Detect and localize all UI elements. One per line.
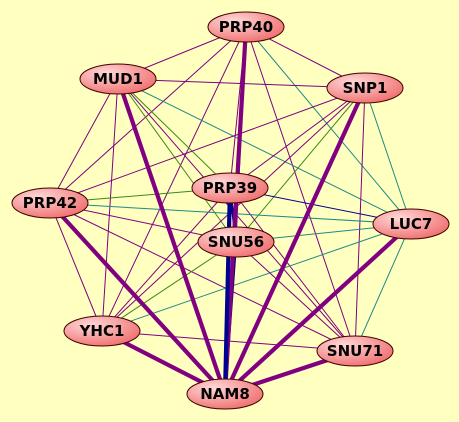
node-shape[interactable]	[191, 172, 269, 204]
edge-snu56-yhc1	[101, 241, 237, 332]
edge-mud1-prp42	[49, 78, 119, 204]
edge-prp42-nam8	[47, 200, 228, 397]
node-snu71[interactable]: SNU71	[316, 335, 394, 367]
node-shape[interactable]	[316, 335, 394, 367]
node-label: YHC1	[79, 322, 125, 340]
node-snp1[interactable]: SNP1	[326, 72, 404, 104]
node-shape[interactable]	[79, 63, 157, 95]
edge-mud1-yhc1	[101, 78, 119, 332]
edge-prp40-yhc1	[101, 26, 247, 332]
node-label: SNU56	[208, 233, 264, 251]
node-prp42[interactable]: PRP42	[11, 187, 89, 219]
edge-luc7-nam8	[222, 221, 414, 397]
edge-snp1-snu56	[235, 87, 366, 243]
node-shape[interactable]	[186, 378, 264, 410]
edge-mud1-snu56	[117, 78, 237, 243]
node-shape[interactable]	[326, 72, 404, 104]
node-mud1[interactable]: MUD1	[79, 63, 157, 95]
edge-luc7-snu71	[354, 223, 412, 352]
node-luc7[interactable]: LUC7	[372, 208, 450, 240]
node-label: SNU71	[327, 342, 383, 360]
node-snu56[interactable]: SNU56	[197, 226, 275, 258]
node-prp40[interactable]: PRP40	[207, 11, 285, 43]
node-label: PRP42	[23, 194, 77, 212]
edge-mud1-luc7	[117, 78, 412, 225]
node-shape[interactable]	[207, 11, 285, 43]
node-label: NAM8	[200, 385, 250, 403]
edge-prp39-nam8	[222, 185, 233, 397]
edge-snp1-prp42	[49, 87, 366, 204]
node-prp39[interactable]: PRP39	[191, 172, 269, 204]
node-label: SNP1	[343, 79, 388, 97]
edge-snp1-snu71	[354, 87, 366, 352]
node-label: LUC7	[390, 215, 433, 233]
edge-prp42-yhc1	[49, 202, 103, 332]
node-shape[interactable]	[11, 187, 89, 219]
node-shape[interactable]	[63, 315, 141, 347]
node-shape[interactable]	[197, 226, 275, 258]
edge-snp1-luc7	[364, 87, 412, 225]
edge-snu56-snu71	[235, 241, 356, 352]
edge-mud1-prp39	[117, 78, 231, 189]
node-nam8[interactable]: NAM8	[186, 378, 264, 410]
edge-snp1-nam8	[222, 85, 368, 397]
edge-prp40-luc7	[245, 26, 412, 225]
node-shape[interactable]	[372, 208, 450, 240]
node-label: PRP40	[219, 18, 273, 36]
edge-prp40-prp42	[49, 26, 247, 204]
edge-prp40-snu71	[245, 26, 356, 352]
edge-snp1-prp39	[229, 87, 366, 189]
node-yhc1[interactable]: YHC1	[63, 315, 141, 347]
node-label: MUD1	[93, 70, 143, 88]
node-label: PRP39	[203, 179, 257, 197]
edge-mud1-nam8	[115, 76, 228, 397]
edge-prp42-snu71	[49, 202, 356, 352]
